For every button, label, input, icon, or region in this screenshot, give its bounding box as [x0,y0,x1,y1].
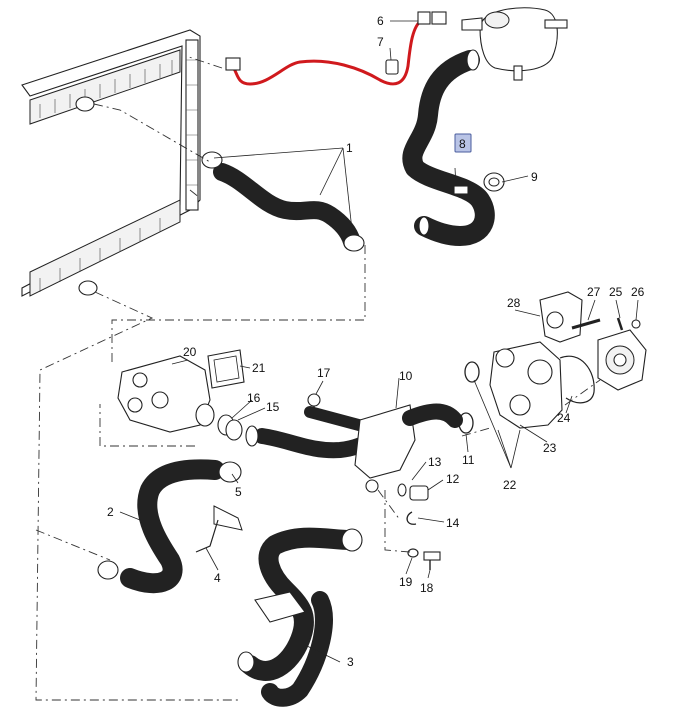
bolt-17 [307,393,321,416]
bolt-25 [616,317,624,331]
callout-12: 12 [446,472,460,486]
hose-3 [237,527,363,707]
callout-22: 22 [503,478,517,492]
water-pump-22 [464,341,563,429]
hose-2 [97,459,242,594]
bracket-4 [195,505,243,553]
callout-1: 1 [346,141,353,155]
callout-16: 16 [247,391,261,405]
callout-3: 3 [347,655,354,669]
callout-20: 20 [183,345,197,359]
routing-lines [35,55,601,701]
callout-24: 24 [557,411,571,425]
callout-23: 23 [543,441,557,455]
o-ring-16 [217,414,243,441]
expansion-tank [461,7,568,81]
bolt-26 [631,319,641,329]
actuator-28 [539,291,583,343]
leader-lines [119,20,639,663]
callout-25: 25 [609,285,623,299]
callout-4: 4 [214,571,221,585]
washer-19 [407,548,419,558]
callout-labels: 1 2 3 4 5 6 7 8 9 10 11 12 13 14 15 16 1… [107,14,645,669]
sensor-18 [423,551,441,570]
callout-18: 18 [420,581,434,595]
clip-7 [385,59,399,75]
callout-27: 27 [587,285,601,299]
callout-17: 17 [317,366,331,380]
bolt-27 [571,318,601,330]
hose-8 [402,49,495,246]
callout-15: 15 [266,400,280,414]
hose-1 [201,151,365,252]
callout-26: 26 [631,285,645,299]
callout-28: 28 [507,296,521,310]
callout-9: 9 [531,170,538,184]
o-ring-11 [458,412,474,434]
radiator [21,29,201,297]
callout-13: 13 [428,455,442,469]
callout-5: 5 [235,485,242,499]
sensor-12 [397,483,429,501]
coolant-pipe-assembly [245,403,463,493]
pump-housing [597,329,647,391]
thermostat-housing-20 [117,355,215,433]
callout-6: 6 [377,14,384,28]
highlight-box-8 [454,133,472,153]
sensor-harness [225,11,447,86]
gasket-24 [559,355,595,404]
callout-10: 10 [399,369,413,383]
callout-2: 2 [107,505,114,519]
callout-7: 7 [377,35,384,49]
clip-14 [406,511,417,525]
clamp-9 [483,172,505,192]
gasket-21 [207,349,245,389]
callout-19: 19 [399,575,413,589]
callout-11: 11 [462,453,475,467]
callout-8: 8 [459,137,466,151]
callout-21: 21 [252,361,266,375]
callout-14: 14 [446,516,460,530]
